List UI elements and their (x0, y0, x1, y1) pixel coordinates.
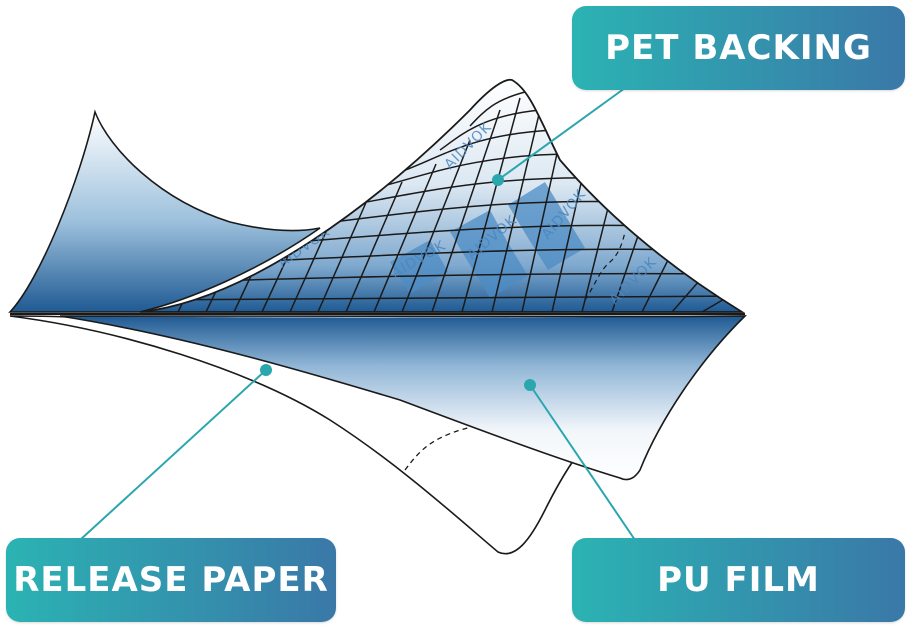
left-flap-film (8, 109, 321, 313)
pu-film-label: PU FILM (572, 538, 905, 622)
leader-lines (79, 87, 636, 541)
release-paper-pointer-dot (260, 364, 272, 376)
pu-film-pointer-dot (524, 379, 536, 391)
release-paper-text: RELEASE PAPER (13, 560, 329, 600)
release-paper-label: RELEASE PAPER (6, 538, 336, 622)
pet-backing-sheet (139, 78, 746, 313)
pet-backing-label: PET BACKING (572, 6, 905, 90)
pet-backing-text: PET BACKING (605, 28, 872, 68)
pu-film-text: PU FILM (657, 560, 820, 600)
pet-backing-pointer-dot (492, 174, 504, 186)
